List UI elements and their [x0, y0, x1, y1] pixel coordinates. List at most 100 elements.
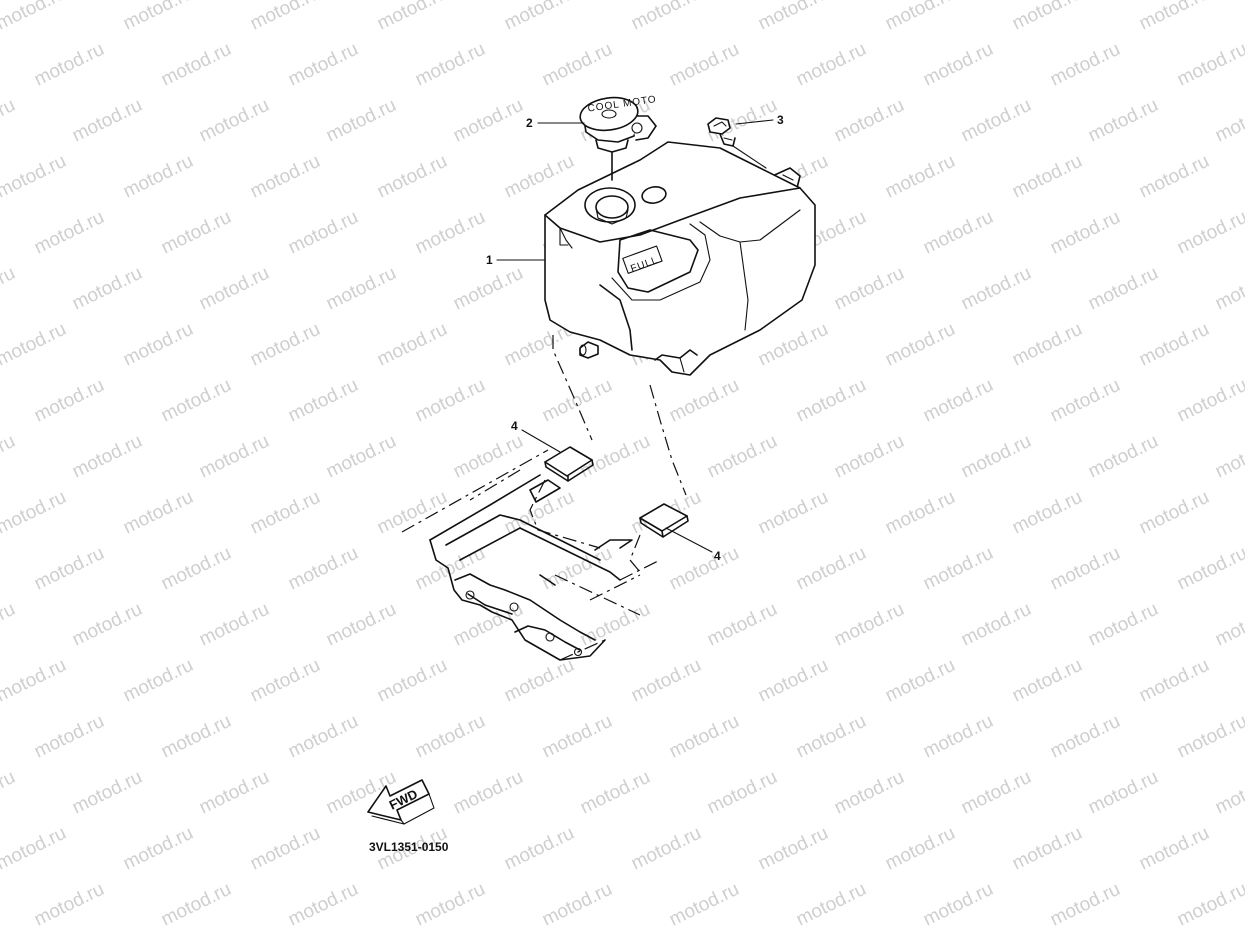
watermark-text: motod.ru — [0, 95, 19, 147]
watermark-text: motod.ru — [1085, 263, 1162, 315]
watermark-text: motod.ru — [450, 95, 527, 147]
watermark-text: motod.ru — [1085, 95, 1162, 147]
watermark-text: motod.ru — [412, 879, 489, 931]
watermark-text: motod.ru — [882, 151, 959, 203]
watermark-text: motod.ru — [285, 207, 362, 259]
assembly-lines — [529, 335, 687, 573]
watermark-text: motod.ru — [323, 95, 400, 147]
watermark-text: motod.ru — [755, 319, 832, 371]
watermark-text: motod.ru — [577, 767, 654, 819]
watermark-text: motod.ru — [323, 599, 400, 651]
watermark-text: motod.ru — [1174, 375, 1245, 427]
bolt — [707, 117, 767, 169]
watermark-text: motod.ru — [666, 39, 743, 91]
watermark-text: motod.ru — [158, 39, 235, 91]
watermark-text: motod.ru — [958, 263, 1035, 315]
watermark-text: motod.ru — [793, 375, 870, 427]
watermark-text: motod.ru — [831, 599, 908, 651]
watermark-text: motod.ru — [958, 767, 1035, 819]
watermark-text: motod.ru — [158, 711, 235, 763]
watermark-text: motod.ru — [755, 655, 832, 707]
watermark-text: motod.ru — [920, 543, 997, 595]
watermark-text: motod.ru — [247, 0, 324, 34]
watermark-text: motod.ru — [247, 823, 324, 875]
watermark-text: motod.ru — [120, 487, 197, 539]
watermark-text: motod.ru — [1047, 207, 1124, 259]
watermark-text: motod.ru — [1136, 655, 1213, 707]
watermark-text: motod.ru — [539, 39, 616, 91]
watermark-text: motod.ru — [1047, 39, 1124, 91]
watermark-text: motod.ru — [0, 0, 70, 34]
watermark-text: motod.ru — [158, 375, 235, 427]
callout-3: 3 — [777, 113, 784, 127]
watermark-text: motod.ru — [247, 151, 324, 203]
watermark-text: motod.ru — [882, 823, 959, 875]
watermark-text: motod.ru — [501, 151, 578, 203]
watermark-text: motod.ru — [704, 767, 781, 819]
watermark-text: motod.ru — [412, 39, 489, 91]
watermark-text: motod.ru — [285, 879, 362, 931]
watermark-text: motod.ru — [501, 0, 578, 34]
damper-lower — [639, 503, 689, 538]
watermark-text: motod.ru — [450, 431, 527, 483]
forward-arrow-icon: FWD — [367, 779, 435, 825]
watermark-text: motod.ru — [69, 95, 146, 147]
watermark-text: motod.ru — [920, 207, 997, 259]
watermark-text: motod.ru — [450, 767, 527, 819]
watermark-text: motod.ru — [323, 263, 400, 315]
watermark-text: motod.ru — [704, 431, 781, 483]
watermark-text: motod.ru — [120, 0, 197, 34]
watermark-text: motod.ru — [247, 319, 324, 371]
watermark-text: motod.ru — [450, 263, 527, 315]
watermark-text: motod.ru — [628, 0, 705, 34]
watermark-text: motod.ru — [120, 319, 197, 371]
watermark-text: motod.ru — [920, 879, 997, 931]
watermark-text: motod.ru — [0, 823, 70, 875]
watermark-text: motod.ru — [196, 599, 273, 651]
watermark-text: motod.ru — [666, 543, 743, 595]
watermark-text: motod.ru — [1212, 767, 1245, 819]
watermark-text: motod.ru — [1009, 151, 1086, 203]
watermark-text: motod.ru — [539, 711, 616, 763]
watermark-text: motod.ru — [412, 375, 489, 427]
watermark-text: motod.ru — [793, 711, 870, 763]
watermark-text: motod.ru — [0, 319, 70, 371]
damper-upper — [544, 446, 594, 482]
watermark-text: motod.ru — [412, 207, 489, 259]
watermark-text: motod.ru — [69, 767, 146, 819]
frame-bracket — [401, 449, 661, 661]
watermark-text: motod.ru — [793, 879, 870, 931]
watermark-text: motod.ru — [920, 39, 997, 91]
watermark-text: motod.ru — [1174, 879, 1245, 931]
watermark-text: motod.ru — [831, 263, 908, 315]
watermark-text: motod.ru — [31, 375, 108, 427]
callout-2: 2 — [526, 116, 533, 130]
reservoir-tank: FULL — [544, 141, 816, 376]
watermark-text: motod.ru — [196, 431, 273, 483]
watermark-text: motod.ru — [0, 599, 19, 651]
watermark-text: motod.ru — [374, 487, 451, 539]
watermark-text: motod.ru — [1136, 0, 1213, 34]
watermark-text: motod.ru — [831, 95, 908, 147]
watermark-text: motod.ru — [1047, 375, 1124, 427]
watermark-text: motod.ru — [31, 207, 108, 259]
watermark-text: motod.ru — [577, 599, 654, 651]
watermark-text: motod.ru — [1212, 599, 1245, 651]
watermark-text: motod.ru — [158, 207, 235, 259]
watermark-text: motod.ru — [412, 711, 489, 763]
watermark-text: motod.ru — [1174, 39, 1245, 91]
watermark-text: motod.ru — [196, 263, 273, 315]
watermark-text: motod.ru — [120, 823, 197, 875]
watermark-text: motod.ru — [501, 823, 578, 875]
watermark-text: motod.ru — [1009, 823, 1086, 875]
diagram-code: 3VL1351-0150 — [369, 840, 449, 854]
watermark-text: motod.ru — [831, 431, 908, 483]
watermark-text: motod.ru — [755, 0, 832, 34]
watermark-text: motod.ru — [285, 375, 362, 427]
watermark-text: motod.ru — [1174, 207, 1245, 259]
watermark-text: motod.ru — [0, 487, 70, 539]
watermark-text: motod.ru — [31, 711, 108, 763]
watermark-text: motod.ru — [628, 823, 705, 875]
watermark-text: motod.ru — [577, 431, 654, 483]
